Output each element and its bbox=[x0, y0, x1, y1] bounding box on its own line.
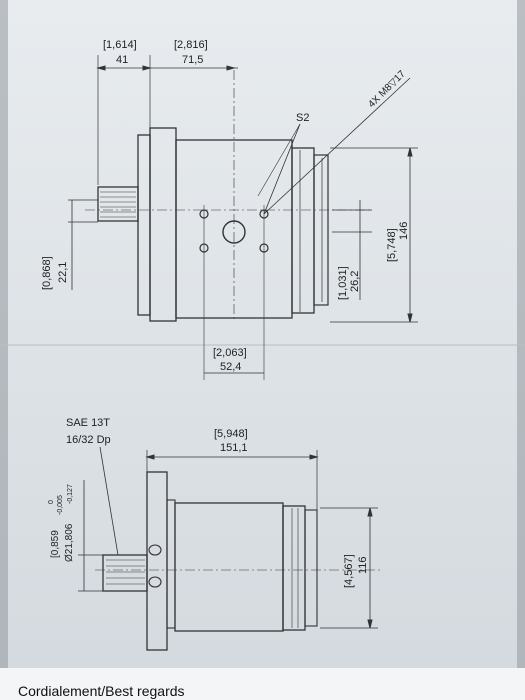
dim-flange-inch: [1,614] bbox=[103, 39, 137, 51]
dim-length-inch: [5,948] bbox=[214, 428, 248, 440]
dim-body-mm: 71,5 bbox=[182, 54, 203, 66]
dim-body-inch: [2,816] bbox=[174, 39, 208, 51]
side-shaft bbox=[102, 554, 148, 592]
dim-flange-mm: 41 bbox=[116, 54, 128, 66]
spline-spec-2: 16/32 Dp bbox=[66, 434, 111, 446]
dim-offset-mm: 26,2 bbox=[349, 271, 361, 292]
top-view bbox=[68, 55, 418, 380]
dim-width-mm: 116 bbox=[357, 556, 369, 574]
side-view bbox=[78, 446, 380, 651]
dim-shaft-dia-inch: [0,859 bbox=[50, 530, 61, 558]
dim-shaft-dia-inch-tol-lower: -0,005 bbox=[57, 495, 64, 515]
spline-shaft bbox=[97, 186, 139, 222]
dim-length-mm: 151,1 bbox=[220, 442, 248, 454]
dim-shaft-inch: [0,868] bbox=[41, 256, 53, 290]
dim-shaft-dia-mm: Ø21,806 bbox=[64, 523, 75, 562]
email-signature: Cordialement/Best regards bbox=[18, 683, 185, 699]
dim-shaft-dia-mm-tol: -0,127 bbox=[67, 484, 74, 504]
port-label: S2 bbox=[296, 112, 309, 124]
dim-height-inch: [5,748] bbox=[386, 228, 398, 262]
dim-holes-mm: 52,4 bbox=[220, 361, 241, 373]
dim-height-mm: 146 bbox=[398, 222, 410, 240]
dim-shaft-dia-inch-tol-upper: 0 bbox=[48, 500, 55, 504]
dim-offset-inch: [1,031] bbox=[337, 266, 349, 300]
dim-holes-inch: [2,063] bbox=[213, 347, 247, 359]
email-area bbox=[0, 668, 525, 700]
monitor-edge-left bbox=[0, 0, 8, 700]
spline-spec-1: SAE 13T bbox=[66, 417, 110, 429]
dim-width-inch: [4,567] bbox=[343, 554, 355, 588]
monitor-edge-right bbox=[517, 0, 525, 700]
dim-shaft-mm: 22,1 bbox=[57, 262, 69, 283]
end-cap bbox=[313, 154, 329, 306]
